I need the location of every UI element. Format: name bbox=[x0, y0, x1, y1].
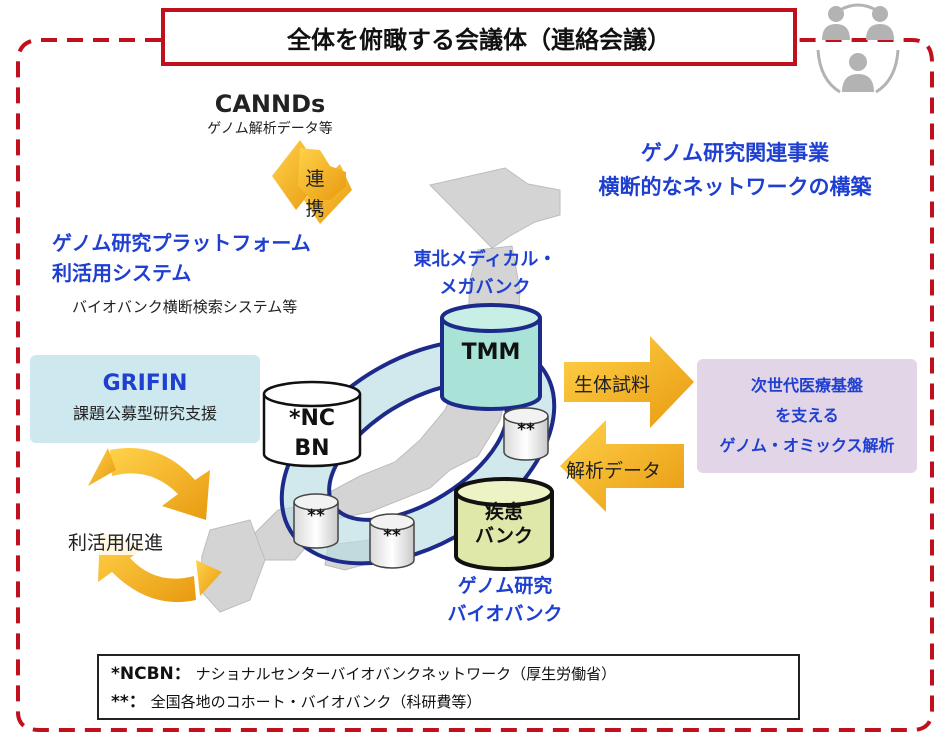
genome-biobank-label: ゲノム研究 バイオバンク bbox=[410, 572, 600, 628]
canndes-block: CANNDs ゲノム解析データ等 bbox=[170, 90, 370, 138]
network-heading: ゲノム研究関連事業 横断的なネットワークの構築 bbox=[570, 136, 900, 204]
network-line-2: 横断的なネットワークの構築 bbox=[598, 175, 872, 199]
people-meeting-icon bbox=[816, 3, 900, 94]
legend-box: *NCBN： ナショナルセンターバイオバンクネットワーク（厚生労働省） **： … bbox=[97, 654, 800, 720]
cylinder-database-icon bbox=[454, 477, 554, 571]
tmm-label: TMM bbox=[461, 340, 521, 365]
disease-bank-label: 疾患 バンク bbox=[456, 500, 552, 548]
legend-ncbn-key: *NCBN： bbox=[111, 664, 191, 684]
cylinder-database-icon bbox=[262, 380, 362, 468]
cohort-label: ** bbox=[383, 526, 401, 546]
cycle-arrows-icon bbox=[88, 448, 222, 603]
ncbn-label: *NC BN bbox=[264, 404, 360, 464]
bidirectional-arrow-icon bbox=[272, 140, 352, 224]
promotion-label: 利活用促進 bbox=[68, 528, 164, 555]
disease-line-1: 疾患 bbox=[484, 501, 523, 523]
platform-line-1: ゲノム研究プラットフォーム bbox=[52, 231, 311, 255]
genome-biobank-line-2: バイオバンク bbox=[447, 603, 563, 625]
next-gen-line-2: を支える bbox=[775, 406, 839, 425]
next-gen-line-1: 次世代医療基盤 bbox=[750, 376, 863, 395]
ncbn-line-1: *NC bbox=[288, 406, 336, 431]
next-gen-box: 次世代医療基盤 を支える ゲノム・オミックス解析 bbox=[697, 359, 917, 473]
platform-line-2: 利活用システム bbox=[52, 261, 192, 285]
legend-ncbn-text: ナショナルセンターバイオバンクネットワーク（厚生労働省） bbox=[195, 665, 617, 683]
cohort-label: ** bbox=[307, 506, 325, 526]
legend-cohort-row: **： 全国各地のコホート・バイオバンク（科研費等） bbox=[111, 688, 786, 716]
cylinder-database-icon bbox=[440, 303, 542, 411]
right-arrow-shape bbox=[564, 336, 694, 428]
canndes-subtitle: ゲノム解析データ等 bbox=[207, 121, 333, 137]
canndes-title: CANNDs bbox=[214, 90, 326, 118]
tohoku-label: 東北メディカル・ メガバンク bbox=[385, 246, 585, 302]
cylinder-database-icon bbox=[293, 493, 339, 549]
tohoku-line-1: 東北メディカル・ bbox=[413, 249, 557, 270]
bio-sample-label: 生体試料 bbox=[574, 374, 651, 396]
tohoku-line-2: メガバンク bbox=[439, 277, 531, 298]
dashed-frame bbox=[16, 38, 934, 732]
genome-biobank-line-1: ゲノム研究 bbox=[457, 575, 553, 597]
cylinder-database-icon bbox=[503, 407, 549, 461]
renkei-char-2: 携 bbox=[305, 198, 325, 220]
cohort-label: ** bbox=[517, 420, 535, 440]
renkei-char-1: 連 bbox=[305, 168, 325, 190]
next-gen-line-3: ゲノム・オミックス解析 bbox=[719, 436, 895, 455]
griffin-subtitle: 課題公募型研究支援 bbox=[72, 404, 217, 423]
ncbn-line-2: BN bbox=[294, 436, 330, 461]
left-arrow-shape bbox=[560, 420, 684, 512]
page-title: 全体を俯瞰する会議体（連絡会議） bbox=[161, 8, 797, 66]
griffin-box: GRIFIN 課題公募型研究支援 bbox=[30, 355, 260, 443]
legend-cohort-text: 全国各地のコホート・バイオバンク（科研費等） bbox=[150, 693, 482, 711]
griffin-title: GRIFIN bbox=[102, 371, 188, 396]
legend-cohort-key: **： bbox=[111, 692, 146, 712]
disease-line-2: バンク bbox=[475, 525, 533, 547]
analysis-data-label: 解析データ bbox=[566, 460, 662, 482]
renkei-label: 連 携 bbox=[300, 164, 330, 224]
network-line-1: ゲノム研究関連事業 bbox=[640, 141, 830, 165]
platform-subtitle: バイオバンク横断検索システム等 bbox=[72, 298, 298, 316]
legend-ncbn-row: *NCBN： ナショナルセンターバイオバンクネットワーク（厚生労働省） bbox=[111, 660, 786, 688]
platform-heading: ゲノム研究プラットフォーム 利活用システム bbox=[52, 228, 311, 288]
cylinder-database-icon bbox=[369, 513, 415, 569]
